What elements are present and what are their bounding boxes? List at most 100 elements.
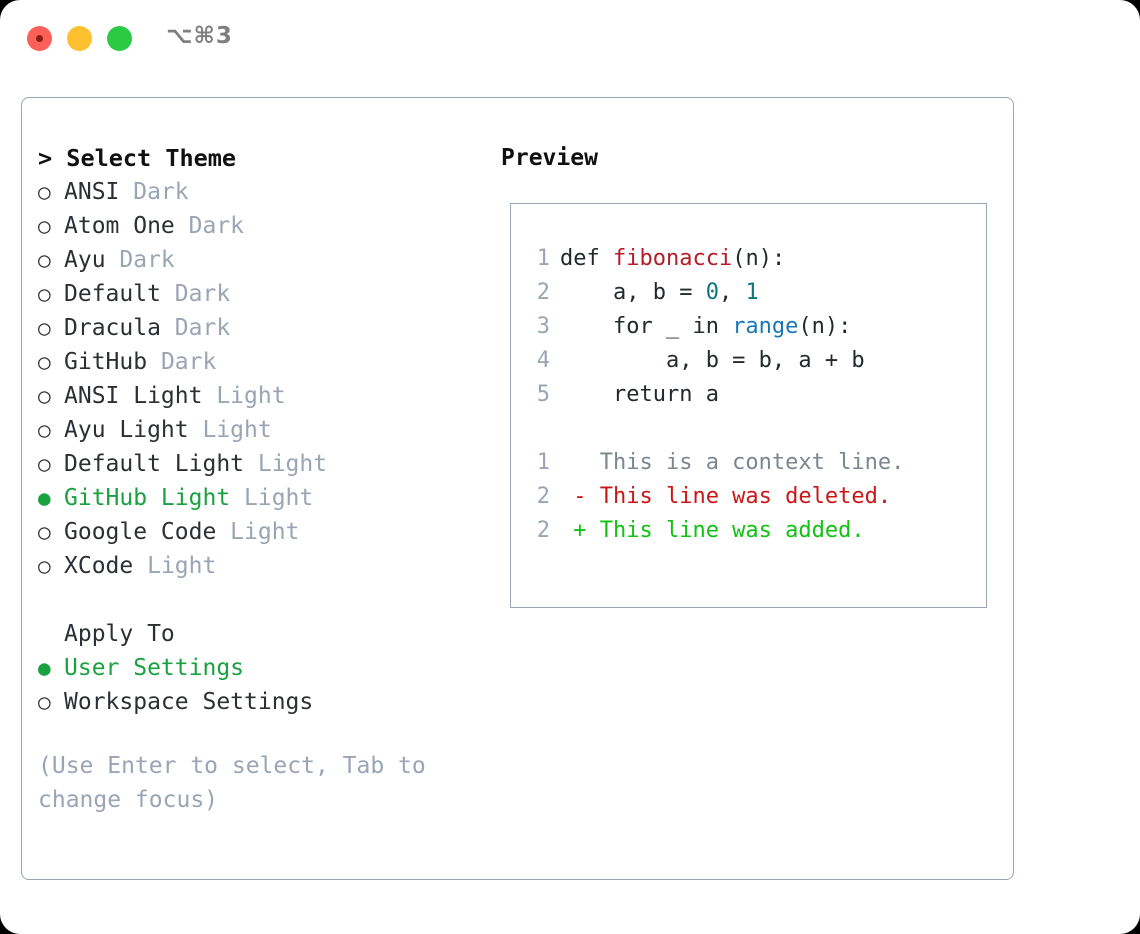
code-text: return a: [550, 382, 719, 407]
theme-kind-label: Light: [216, 519, 300, 545]
code-text: a, b = 0, 1: [550, 280, 759, 305]
code-line: 2 a, b = 0, 1: [528, 276, 978, 310]
theme-kind-label: Light: [133, 553, 217, 579]
radio-unselected-icon: ○: [38, 180, 51, 204]
code-text: def fibonacci(n):: [550, 246, 785, 271]
code-text: for _ in range(n):: [550, 314, 851, 339]
diff-sample: 1 This is a context line.2 - This line w…: [528, 446, 978, 548]
theme-name: GitHub: [64, 349, 148, 375]
line-number: 4: [536, 348, 550, 373]
radio-unselected-icon: ○: [38, 452, 51, 476]
theme-list-item[interactable]: ○ ANSI Dark: [38, 175, 468, 209]
maximize-window-button[interactable]: [107, 26, 132, 51]
content-panel: > Select Theme ○ANSI Dark○Atom One Dark○…: [21, 97, 1014, 880]
apply-to-label: User Settings: [64, 655, 245, 681]
theme-kind-label: Dark: [147, 349, 217, 375]
radio-unselected-icon: ○: [38, 384, 51, 408]
code-token: a, b =: [560, 280, 706, 305]
keyboard-shortcut-label: ⌥⌘3: [166, 23, 233, 49]
theme-name: Google Code: [64, 519, 217, 545]
radio-unselected-icon: ○: [38, 248, 51, 272]
minimize-window-button[interactable]: [67, 26, 92, 51]
code-token: (n):: [798, 314, 852, 339]
diff-text: - This line was deleted.: [560, 484, 892, 509]
keyboard-hint-text: (Use Enter to select, Tab to change focu…: [38, 753, 440, 813]
select-theme-header: > Select Theme: [38, 144, 237, 172]
apply-to-title: Apply To: [64, 621, 175, 647]
spacer: [38, 583, 468, 617]
spacer: [528, 412, 978, 446]
theme-list[interactable]: ○ ANSI Dark ○ Atom One Dark ○ Ayu Dark ○ Defaul…: [38, 175, 468, 583]
theme-list-item[interactable]: ○ Google Code Light: [38, 515, 468, 549]
code-token: return a: [560, 382, 719, 407]
radio-unselected-icon: ○: [38, 554, 51, 578]
theme-name: Dracula: [64, 315, 161, 341]
radio-unselected-icon: ○: [38, 282, 51, 306]
theme-name: Default: [64, 281, 161, 307]
radio-unselected-icon: ○: [38, 520, 51, 544]
code-token: 0: [705, 280, 719, 305]
theme-name: XCode: [64, 553, 134, 579]
theme-list-item[interactable]: ○ Ayu Light Light: [38, 413, 468, 447]
theme-kind-label: Light: [202, 383, 286, 409]
theme-list-item[interactable]: ○ Atom One Dark: [38, 209, 468, 243]
code-token: ,: [718, 280, 746, 305]
apply-to-label: Workspace Settings: [64, 689, 314, 715]
line-number: 2: [536, 280, 550, 305]
theme-name: Ayu: [64, 247, 106, 273]
theme-kind-label: Dark: [119, 179, 189, 205]
line-number: 2: [536, 484, 550, 509]
line-number: 3: [536, 314, 550, 339]
code-token: for _ in: [560, 314, 733, 339]
theme-kind-label: Dark: [174, 213, 245, 239]
theme-list-item[interactable]: ○Ayu Dark: [38, 243, 468, 277]
code-line: 3 for _ in range(n):: [528, 310, 978, 344]
code-line: 4 a, b = b, a + b: [528, 344, 978, 378]
theme-list-item[interactable]: ●GitHub Light Light: [38, 481, 468, 515]
diff-text: This is a context line.: [560, 450, 905, 475]
apply-to-item[interactable]: ● User Settings: [38, 651, 468, 685]
theme-kind-label: Light: [244, 451, 328, 477]
theme-name: GitHub Light: [64, 485, 231, 511]
theme-kind-label: Dark: [160, 281, 231, 307]
radio-unselected-icon: ○: [38, 418, 51, 442]
code-token: a, b = b, a + b: [560, 348, 865, 373]
spacer: [38, 719, 468, 749]
code-token: fibonacci: [612, 246, 733, 271]
apply-to-item[interactable]: ○ Workspace Settings: [38, 685, 468, 719]
theme-kind-label: Light: [188, 417, 272, 443]
close-icon: [36, 35, 43, 42]
diff-text: + This line was added.: [560, 518, 865, 543]
theme-list-item[interactable]: ○ GitHub Dark: [38, 345, 468, 379]
theme-list-item[interactable]: ○ Default Light Light: [38, 447, 468, 481]
theme-kind-label: Dark: [160, 315, 231, 341]
theme-name: ANSI: [64, 179, 120, 205]
theme-name: Default Light: [64, 451, 245, 477]
radio-unselected-icon: ○: [38, 350, 51, 374]
code-token: 1: [745, 280, 759, 305]
preview-title: Preview: [501, 145, 598, 171]
theme-list-item[interactable]: ○ Dracula Dark: [38, 311, 468, 345]
code-token: (n):: [732, 246, 786, 271]
theme-kind-label: Light: [230, 485, 314, 511]
theme-list-item[interactable]: ○ XCode Light: [38, 549, 468, 583]
theme-name: Ayu Light: [64, 417, 189, 443]
code-token: def: [560, 246, 613, 271]
theme-selector-column: > Select Theme ○ANSI Dark○Atom One Dark○…: [38, 141, 468, 817]
apply-to-list[interactable]: ● User Settings ○ Workspace Settings: [38, 651, 468, 719]
radio-selected-icon: ●: [38, 656, 51, 680]
diff-line: 2 - This line was deleted.: [528, 480, 978, 514]
theme-name: Atom One: [64, 213, 175, 239]
radio-unselected-icon: ○: [38, 316, 51, 340]
theme-list-item[interactable]: ○ ANSI Light Light: [38, 379, 468, 413]
theme-list-item[interactable]: ○ Default Dark: [38, 277, 468, 311]
radio-unselected-icon: ○: [38, 690, 51, 714]
radio-unselected-icon: ○: [38, 214, 51, 238]
theme-name: ANSI Light: [64, 383, 203, 409]
diff-line: 1 This is a context line.: [528, 446, 978, 480]
title-bar: ⌥⌘3: [0, 0, 1140, 78]
